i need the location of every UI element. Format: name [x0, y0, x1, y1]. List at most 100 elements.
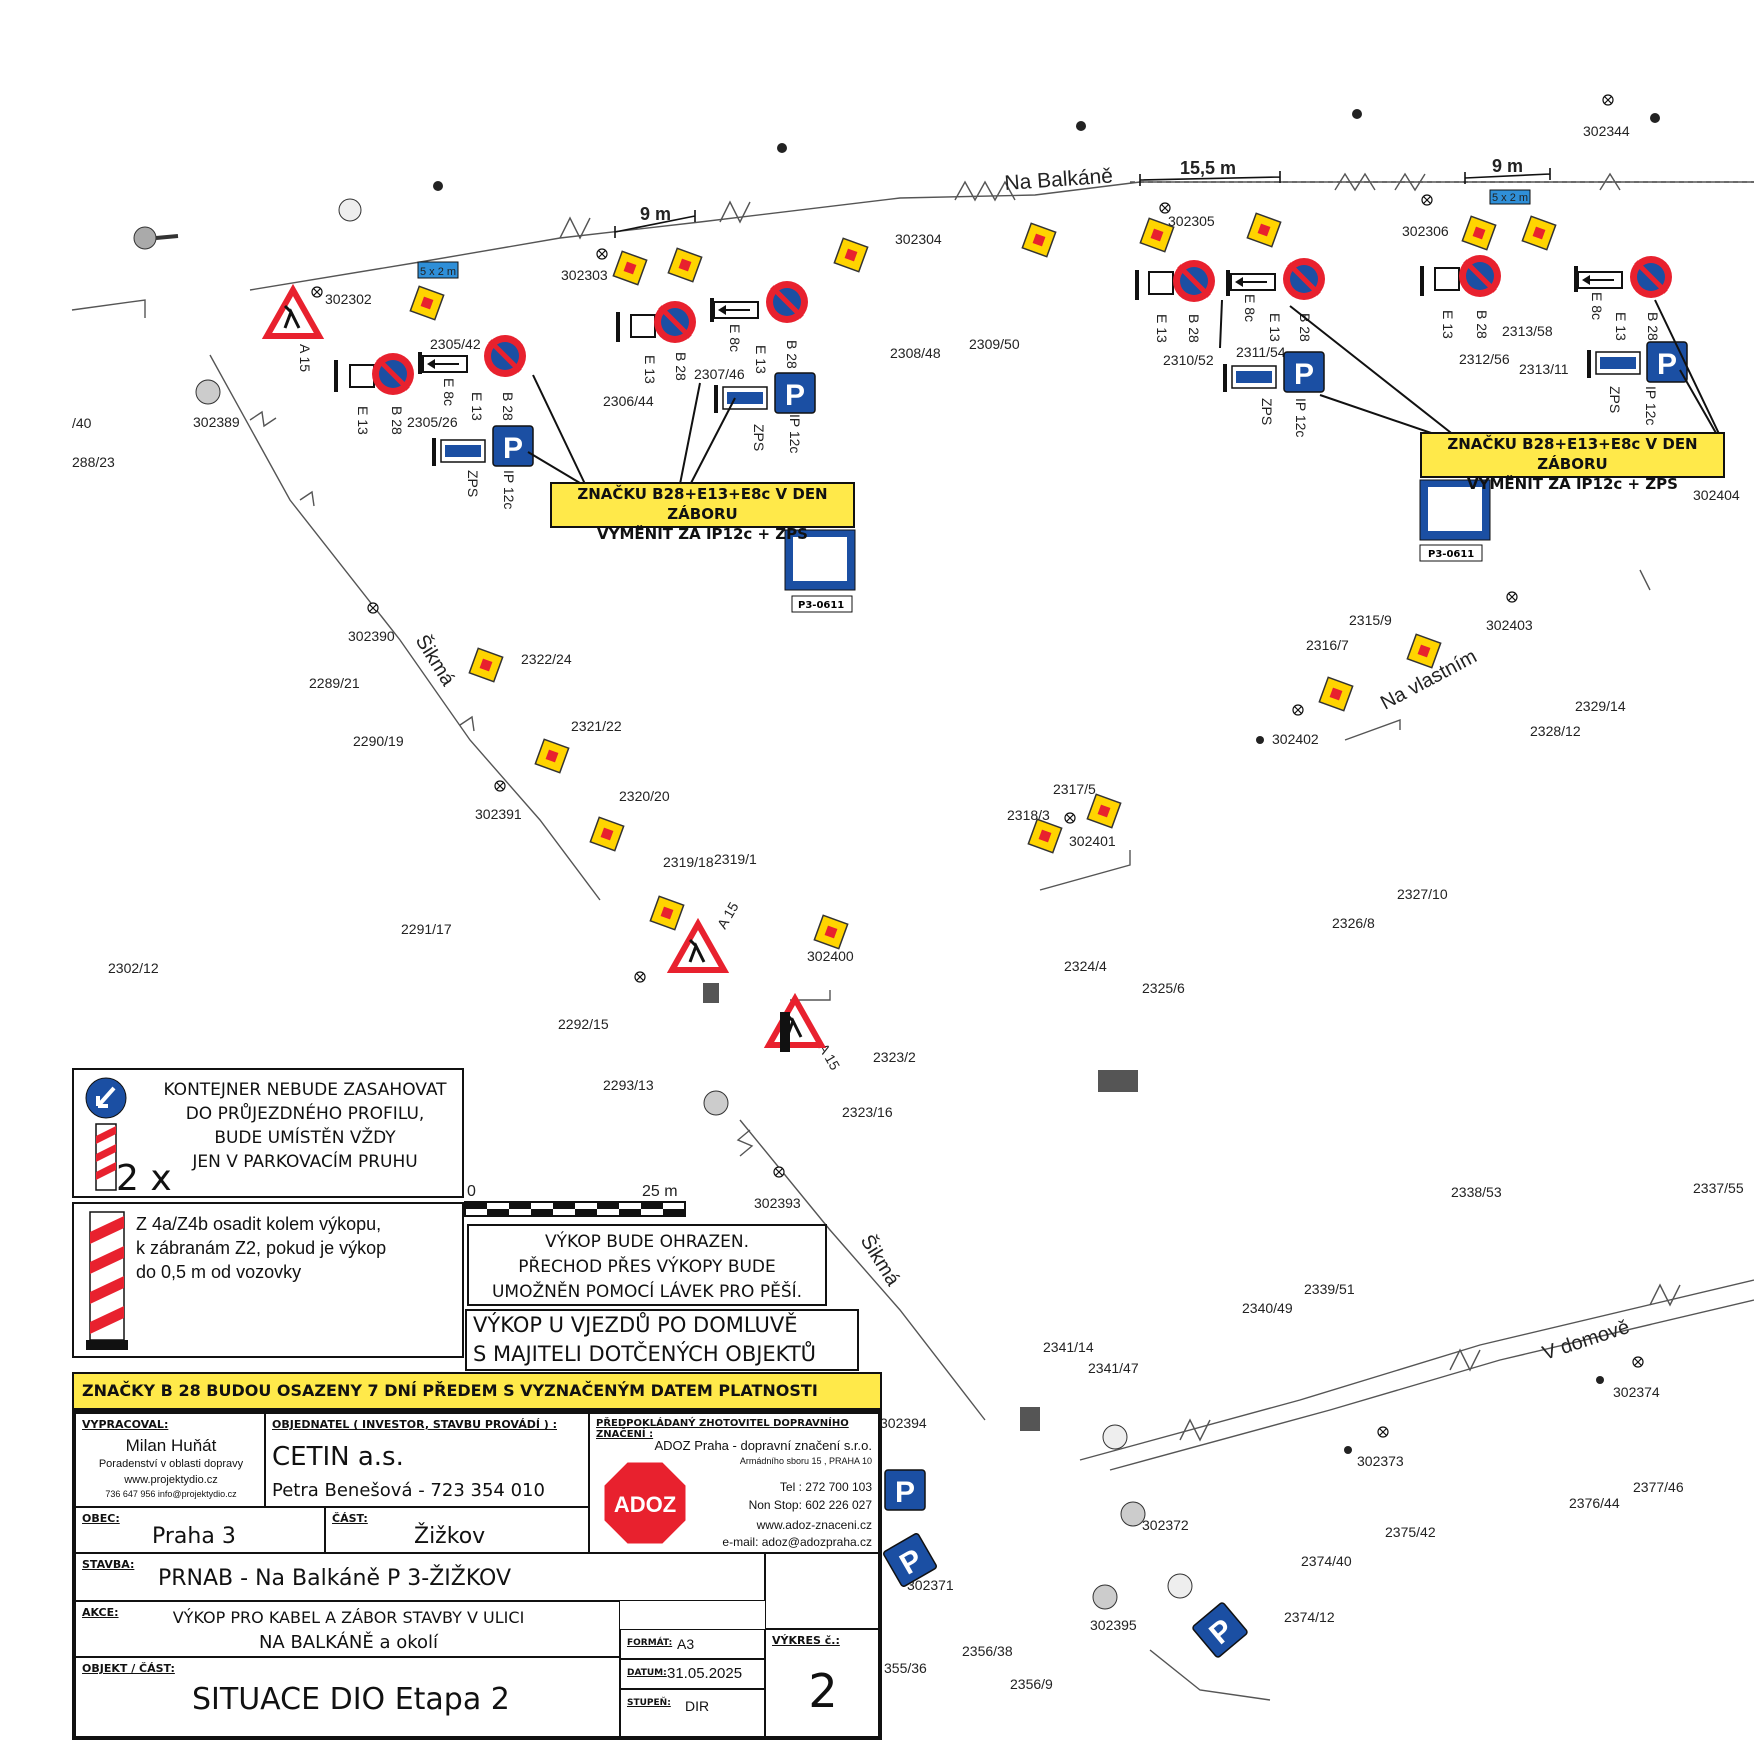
svg-text:E 13: E 13: [1613, 312, 1629, 341]
parcel-label: 2307/46: [694, 366, 745, 382]
parcel-label: 2305/26: [407, 414, 458, 430]
container-note: 2 x KONTEJNER NEBUDE ZASAHOVAT DO PRŮJEZ…: [72, 1068, 464, 1199]
b28-warning: ZNAČKY B 28 BUDOU OSAZENY 7 DNÍ PŘEDEM S…: [72, 1372, 882, 1434]
dimension-lines: [614, 168, 1551, 238]
svg-text:ZPS: ZPS: [751, 424, 767, 451]
parcel-label: 2302/12: [108, 960, 159, 976]
point-label: 302306: [1402, 223, 1449, 239]
no-parking-group-1: [334, 335, 526, 395]
svg-text:E 8c: E 8c: [1242, 294, 1258, 322]
point-label: 302305: [1168, 213, 1215, 229]
svg-text:ZPS: ZPS: [465, 470, 481, 497]
blank-cell: [765, 1553, 879, 1629]
point-label: 302389: [193, 414, 240, 430]
parcel-label: 2329/14: [1575, 698, 1626, 714]
svg-text:A 15: A 15: [714, 899, 742, 931]
directional-board-icon: [86, 1211, 128, 1350]
parcel-label: 2309/50: [969, 336, 1020, 352]
parcel-label: 2339/51: [1304, 1281, 1355, 1297]
dim-15-5m: 15,5 m: [1180, 158, 1236, 178]
svg-text:B 28: B 28: [1645, 312, 1661, 341]
street-sikma-1: Šikmá: [411, 630, 460, 690]
cast-cell: ČÁST: Žižkov: [325, 1507, 589, 1553]
svg-text:E 8c: E 8c: [727, 324, 743, 352]
parcel-label: 2376/44: [1569, 1495, 1620, 1511]
parcel-label: 2317/5: [1053, 781, 1096, 797]
no-parking-group-3: [1135, 258, 1325, 302]
parcel-label: 2327/10: [1397, 886, 1448, 902]
zone-5x2-left: 5 x 2 m: [417, 261, 459, 279]
svg-text:E 13: E 13: [355, 406, 371, 435]
dim-9m-left: 9 m: [640, 204, 671, 224]
parcel-label: 2312/56: [1459, 351, 1510, 367]
svg-text:E 13: E 13: [469, 392, 485, 421]
svg-text:IP 12c: IP 12c: [787, 414, 803, 453]
keep-left-icon: [85, 1077, 127, 1191]
stavba-cell: STAVBA: PRNAB - Na Balkáně P 3-ŽIŽKOV: [75, 1553, 765, 1601]
point-label: 302304: [895, 231, 942, 247]
svg-text:5 x 2 m: 5 x 2 m: [1492, 192, 1528, 204]
parcel-labels: 2305/42 2305/26 2306/44 2307/46 2308/48 …: [72, 323, 1744, 1692]
parcel-label: 355/36: [884, 1660, 927, 1676]
svg-text:B 28: B 28: [673, 352, 689, 381]
contractor-cell: PŘEDPOKLÁDANÝ ZHOTOVITEL DOPRAVNÍHO ZNAČ…: [589, 1413, 879, 1553]
point-label: 302391: [475, 806, 522, 822]
parcel-label: 2310/52: [1163, 352, 1214, 368]
parcel-label: 2323/16: [842, 1104, 893, 1120]
obec-cell: OBEC: Praha 3: [75, 1507, 325, 1553]
parcel-label: 2338/53: [1451, 1184, 1502, 1200]
street-na-balkane: Na Balkáně: [1004, 164, 1114, 195]
svg-text:E 13: E 13: [1440, 310, 1456, 339]
point-label: 302344: [1583, 123, 1630, 139]
parcel-label: 2289/21: [309, 675, 360, 691]
format-cell: FORMÁT: A3: [620, 1629, 765, 1659]
svg-text:E 13: E 13: [1154, 314, 1170, 343]
parcel-label: 2341/14: [1043, 1339, 1094, 1355]
parcel-label: 2337/55: [1693, 1180, 1744, 1196]
replace-note-left: ZNAČKU B28+E13+E8c V DEN ZÁBORU VYMĚNIT …: [550, 482, 855, 543]
no-parking-group-4: [1420, 255, 1672, 298]
road-work-signs: [267, 290, 821, 1052]
author-cell: VYPRACOVAL: Milan Huňát Poradenství v ob…: [75, 1413, 265, 1507]
parcel-label: /40: [72, 415, 92, 431]
svg-text:5 x 2 m: 5 x 2 m: [420, 266, 456, 278]
scale-bar: 0 25 m: [464, 1183, 686, 1217]
parcel-label: 2292/15: [558, 1016, 609, 1032]
point-label: 302372: [1142, 1517, 1189, 1533]
parcel-label: 2313/58: [1502, 323, 1553, 339]
parcel-label: 2341/47: [1088, 1360, 1139, 1376]
parcel-label: 2374/40: [1301, 1553, 1352, 1569]
parcel-label: 2356/38: [962, 1643, 1013, 1659]
svg-text:B 28: B 28: [389, 406, 405, 435]
sign-code-labels: A 15 E 13 B 28 E 8c E 13 B 28 E 13 B 28 …: [297, 292, 1661, 1073]
zone-5x2-right: 5 x 2 m: [1489, 189, 1531, 205]
container-count: 2 x: [116, 1158, 172, 1199]
parking-sign-groups: [386, 341, 1688, 1659]
objekt-cell: OBJEKT / ČÁST: SITUACE DIO Etapa 2: [75, 1657, 620, 1737]
client-cell: OBJEDNATEL ( INVESTOR, STAVBU PROVÁDÍ ) …: [265, 1413, 589, 1507]
z4-note: Z 4a/Z4b osadit kolem výkopu, k zábranám…: [72, 1202, 464, 1358]
title-block: VYPRACOVAL: Milan Huňát Poradenství v ob…: [72, 1410, 882, 1740]
parcel-label: 2323/2: [873, 1049, 916, 1065]
parcel-label: 2319/1: [714, 851, 757, 867]
parcel-label: 2318/3: [1007, 807, 1050, 823]
point-label: 302402: [1272, 731, 1319, 747]
stupen-cell: STUPEŇ: DIR: [620, 1689, 765, 1737]
svg-text:E 8c: E 8c: [441, 378, 457, 406]
parcel-label: 2325/6: [1142, 980, 1185, 996]
point-label: 302401: [1069, 833, 1116, 849]
adoz-stop-logo: ADOZ: [601, 1459, 689, 1547]
svg-text:ZPS: ZPS: [1607, 386, 1623, 413]
point-label: 302373: [1357, 1453, 1404, 1469]
svg-text:P3-0611: P3-0611: [1428, 549, 1474, 560]
parcel-label: 2374/12: [1284, 1609, 1335, 1625]
svg-text:B 28: B 28: [500, 392, 516, 421]
parcel-label: 2308/48: [890, 345, 941, 361]
street-v-domove: V domově: [1540, 1316, 1632, 1365]
akce-cell: AKCE: VÝKOP PRO KABEL A ZÁBOR STAVBY V U…: [75, 1601, 620, 1657]
vykres-cell: VÝKRES č.: 2: [765, 1629, 879, 1737]
point-label: 302303: [561, 267, 608, 283]
replace-note-right: ZNAČKU B28+E13+E8c V DEN ZÁBORU VYMĚNIT …: [1420, 432, 1725, 493]
point-label: 302395: [1090, 1617, 1137, 1633]
svg-text:E 13: E 13: [642, 355, 658, 384]
